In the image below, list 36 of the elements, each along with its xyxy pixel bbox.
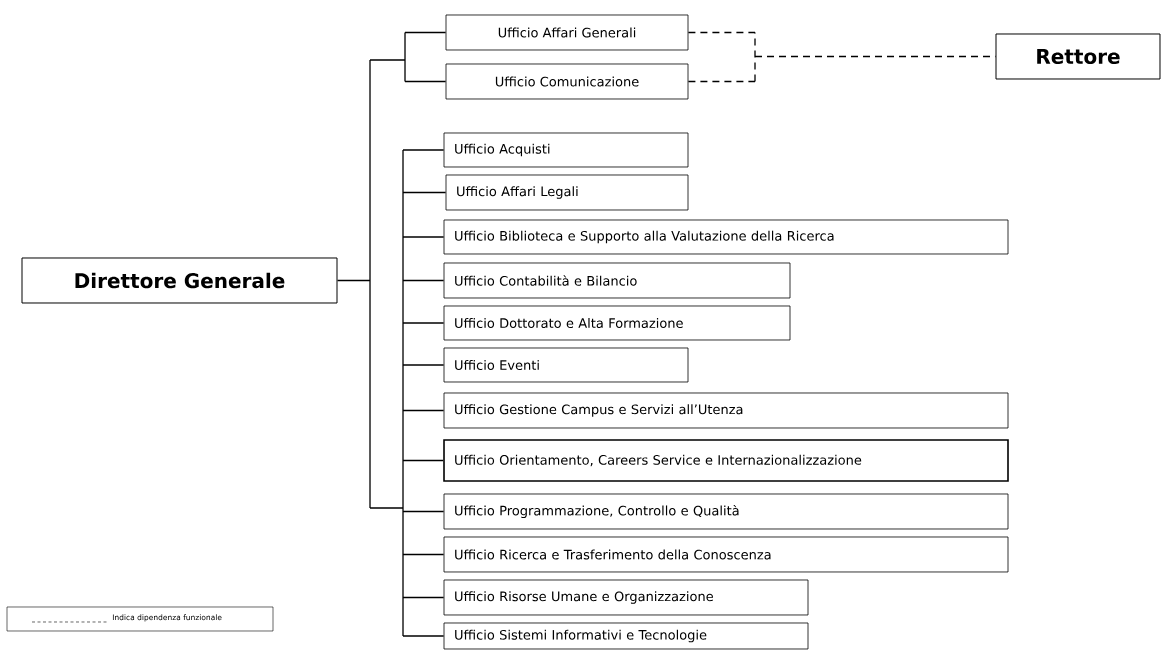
connector xyxy=(402,236,445,238)
connector xyxy=(402,279,445,282)
connector xyxy=(404,31,447,34)
office-box: Ufficio Affari Legali xyxy=(445,174,689,211)
connector xyxy=(402,553,445,556)
office-box: Ufficio Dottorato e Alta Formazione xyxy=(443,305,791,341)
office-box: Ufficio Comunicazione xyxy=(445,63,689,100)
office-box: Ufficio Contabilità e Bilancio xyxy=(443,262,791,299)
office-box: Ufficio Eventi xyxy=(443,347,689,383)
office-box: Ufficio Risorse Umane e Organizzazione xyxy=(443,579,809,616)
connector xyxy=(402,191,447,194)
connector xyxy=(687,80,756,83)
connector xyxy=(402,510,445,513)
title-box: Direttore Generale xyxy=(21,257,338,304)
office-box: Ufficio Ricerca e Trasferimento della Conoscenza xyxy=(443,536,1009,573)
connector xyxy=(336,59,371,509)
office-box: Ufficio Acquisti xyxy=(443,132,689,168)
office-box: Ufficio Affari Generali xyxy=(445,14,689,51)
office-box: Ufficio Gestione Campus e Servizi all’Utenza xyxy=(443,392,1009,429)
connector xyxy=(369,149,404,637)
connector xyxy=(402,635,445,637)
office-box: Ufficio Sistemi Informativi e Tecnologie xyxy=(443,622,809,650)
office-box: Ufficio Biblioteca e Supporto alla Valutazione della Ricerca xyxy=(443,219,1009,255)
connector xyxy=(402,149,445,151)
office-box: Ufficio Orientamento, Careers Service e Internazionalizzazione xyxy=(443,439,1009,482)
connector xyxy=(402,364,445,366)
connector xyxy=(402,459,444,462)
connector xyxy=(402,409,445,412)
office-box: Ufficio Programmazione, Controllo e Qualità xyxy=(443,493,1009,530)
connector xyxy=(402,322,445,324)
connector xyxy=(754,31,997,83)
title-box: Rettore xyxy=(995,33,1161,80)
connector xyxy=(404,80,447,83)
connector xyxy=(402,596,445,599)
connector xyxy=(687,31,756,34)
connector xyxy=(369,31,406,83)
